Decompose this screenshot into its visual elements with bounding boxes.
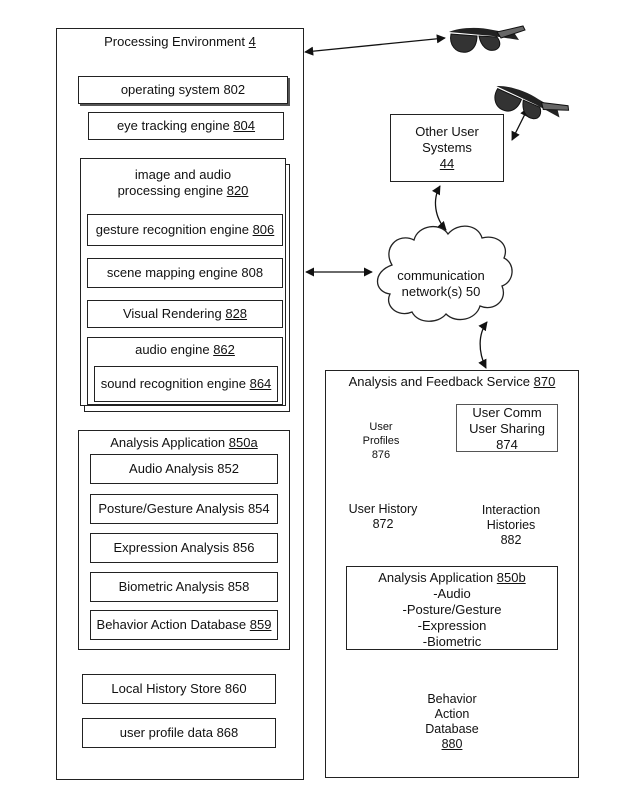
arrow-env-to-glasses (304, 34, 446, 56)
audio-analysis-box: Audio Analysis 852 (90, 454, 278, 484)
other-user-systems-label: Other User Systems 44 (415, 124, 479, 171)
visual-rendering-box: Visual Rendering 828 (87, 300, 283, 328)
expression-analysis-box: Expression Analysis 856 (90, 533, 278, 563)
biometric-analysis-box: Biometric Analysis 858 (90, 572, 278, 602)
user-comm-sharing-label: User Comm User Sharing 874 (469, 405, 545, 452)
interaction-histories-label: Interaction Histories 882 (481, 503, 541, 547)
network-cloud (376, 225, 513, 322)
operating-system-box: operating system 802 (78, 76, 288, 104)
analysis-feedback-service-title: Analysis and Feedback Service 870 (348, 374, 556, 389)
arrow-network-to-service (478, 321, 488, 369)
analysis-item-biometric: -Biometric (422, 634, 482, 649)
analysis-item-posture: -Posture/Gesture (402, 602, 502, 617)
sound-recognition-engine-box: sound recognition engine 864 (94, 366, 278, 402)
gesture-recognition-engine-box: gesture recognition engine 806 (87, 214, 283, 246)
eye-tracking-engine-box: eye tracking engine 804 (88, 112, 284, 140)
behavior-action-database-880-label: Behavior Action Database 880 (425, 692, 479, 751)
user-profile-data-box: user profile data 868 (82, 718, 276, 748)
analysis-application-850b-label: Analysis Application 850b -Audio -Postur… (346, 570, 558, 650)
image-audio-engine-title: image and audio processing engine 820 (117, 167, 249, 198)
local-history-store-box: Local History Store 860 (82, 674, 276, 704)
communication-network-label: communication network(s) 50 (397, 268, 485, 299)
processing-environment-title: Processing Environment 4 (104, 34, 256, 49)
analysis-item-expression: -Expression (417, 618, 487, 633)
other-user-systems-box (390, 114, 504, 182)
analysis-application-850b-box (346, 566, 558, 650)
user-history-label: User History 872 (348, 502, 418, 531)
glasses-icon-second (494, 85, 570, 120)
analysis-item-audio: -Audio (433, 586, 471, 601)
glasses-icon-top (449, 25, 526, 53)
arrow-users-to-network (431, 185, 447, 231)
user-profiles-label: User Profiles 876 (362, 421, 400, 461)
behavior-action-database-859-box: Behavior Action Database 859 (90, 610, 278, 640)
posture-gesture-analysis-box: Posture/Gesture Analysis 854 (90, 494, 278, 524)
user-comm-sharing-box (456, 404, 558, 452)
scene-mapping-engine-box: scene mapping engine 808 (87, 258, 283, 288)
analysis-application-850a-title: Analysis Application 850a (110, 435, 258, 450)
audio-engine-title: audio engine 862 (135, 342, 235, 357)
